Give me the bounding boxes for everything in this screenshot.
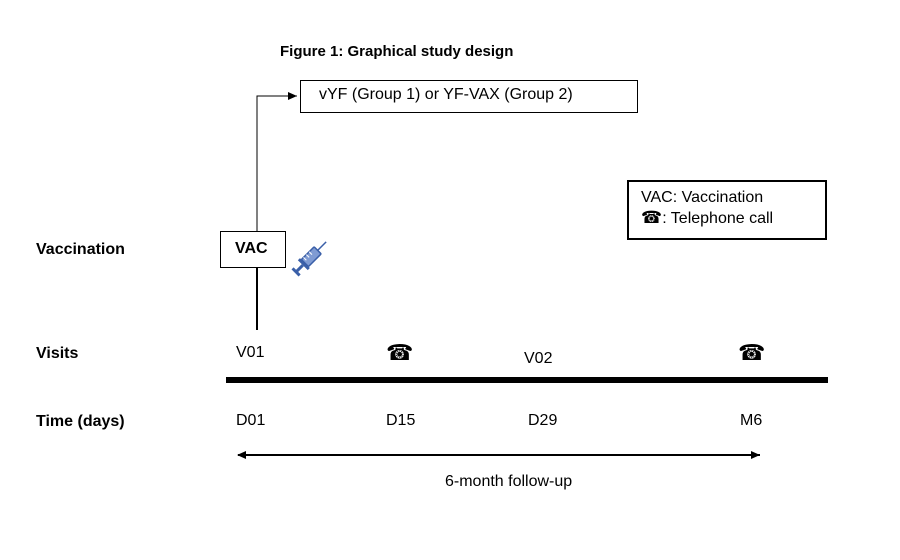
- time-d15: D15: [386, 412, 416, 429]
- telephone-icon: ☎: [738, 341, 766, 366]
- vac-box-label: VAC: [235, 240, 268, 257]
- syringe-icon: [291, 241, 327, 277]
- study-arms-box: vYF (Group 1) or YF-VAX (Group 2): [300, 80, 638, 113]
- legend-phone-item: : Telephone call: [662, 210, 774, 227]
- legend: VAC: Vaccination ☎: Telephone call: [627, 180, 827, 240]
- telephone-icon: ☎: [641, 208, 663, 228]
- visit-v02: V02: [524, 350, 553, 367]
- vac-to-arm-connector: [256, 92, 297, 231]
- vac-box: VAC: [220, 231, 286, 268]
- time-d29: D29: [528, 412, 558, 429]
- telephone-icon: ☎: [386, 341, 414, 366]
- row-label-time: Time (days): [36, 413, 125, 430]
- row-label-vaccination: Vaccination: [36, 241, 125, 258]
- time-d01: D01: [236, 412, 266, 429]
- legend-vac-item: VAC: Vaccination: [641, 189, 764, 206]
- follow-up-label: 6-month follow-up: [445, 473, 573, 490]
- row-label-visits: Visits: [36, 345, 79, 362]
- study-arms-text: vYF (Group 1) or YF-VAX (Group 2): [319, 86, 573, 103]
- figure-title: Figure 1: Graphical study design: [280, 43, 514, 60]
- visit-v01: V01: [236, 344, 265, 361]
- time-m6: M6: [740, 412, 763, 429]
- legend-phone-row: ☎: Telephone call: [641, 208, 825, 229]
